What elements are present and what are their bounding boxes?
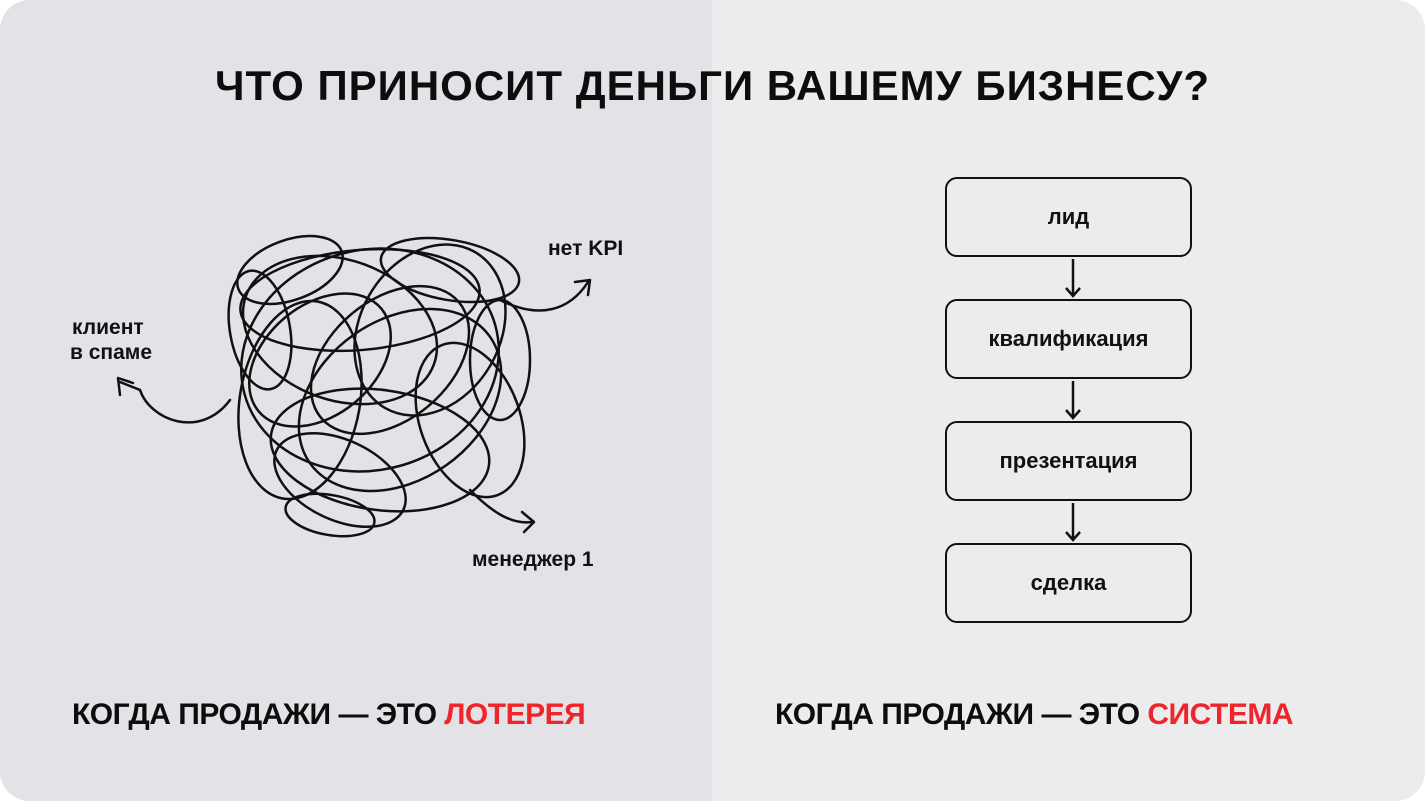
step-qualification: квалификация <box>945 299 1192 379</box>
caption-system: КОГДА ПРОДАЖИ — ЭТО СИСТЕМА <box>775 698 1294 732</box>
arrow-down-icon <box>1065 503 1081 542</box>
caption-accent: ЛОТЕРЕЯ <box>444 698 586 731</box>
page-title: ЧТО ПРИНОСИТ ДЕНЬГИ ВАШЕМУ БИЗНЕСУ? <box>215 62 1210 109</box>
caption-lottery: КОГДА ПРОДАЖИ — ЭТО ЛОТЕРЕЯ <box>72 698 586 732</box>
tangle-scribble-icon <box>116 234 592 538</box>
arrow-down-icon <box>1065 381 1081 420</box>
label-manager: менеджер 1 <box>472 548 594 571</box>
caption-prefix: КОГДА ПРОДАЖИ — ЭТО <box>72 698 445 731</box>
caption-prefix: КОГДА ПРОДАЖИ — ЭТО <box>775 698 1148 731</box>
label-client-spam-line1: клиент <box>72 316 144 339</box>
label-no-kpi: нет KPI <box>548 237 624 260</box>
step-lead: лид <box>945 177 1192 257</box>
step-presentation: презентация <box>945 421 1192 501</box>
label-client-spam-line2: в спаме <box>70 341 153 364</box>
arrow-down-icon <box>1065 259 1081 298</box>
step-deal: сделка <box>945 543 1192 623</box>
caption-accent: СИСТЕМА <box>1147 698 1294 731</box>
right-panel <box>712 0 1425 801</box>
